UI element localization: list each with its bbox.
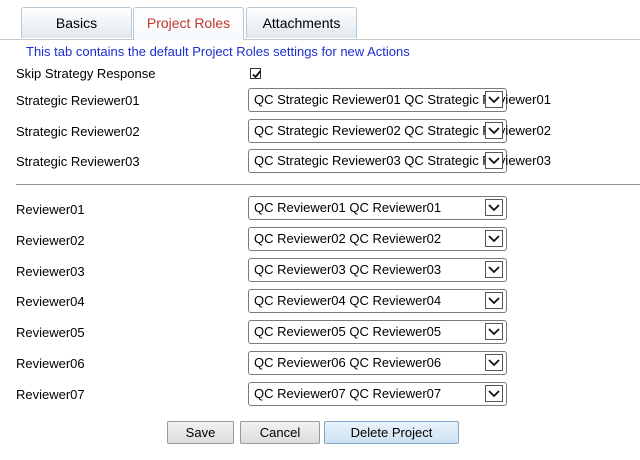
chevron-down-icon[interactable] bbox=[485, 261, 503, 278]
reviewer06-select[interactable]: QC Reviewer06 QC Reviewer06 bbox=[248, 351, 507, 375]
tab-project-roles[interactable]: Project Roles bbox=[133, 7, 244, 40]
reviewer01-select[interactable]: QC Reviewer01 QC Reviewer01 bbox=[248, 196, 507, 220]
chevron-down-icon[interactable] bbox=[485, 354, 503, 371]
strategic-reviewer02-label: Strategic Reviewer02 bbox=[16, 124, 140, 139]
strategic-reviewer01-select[interactable]: QC Strategic Reviewer01 QC Strategic Rev… bbox=[248, 88, 551, 112]
skip-strategy-checkbox[interactable] bbox=[250, 68, 262, 79]
chevron-down-icon[interactable] bbox=[485, 152, 503, 169]
selected-value: QC Reviewer01 QC Reviewer01 bbox=[254, 200, 442, 215]
selected-value: QC Strategic Reviewer02 QC Strategic Rev… bbox=[254, 123, 551, 138]
checkmark-icon bbox=[252, 70, 262, 79]
chevron-down-icon[interactable] bbox=[485, 385, 503, 402]
strategic-reviewer03-label: Strategic Reviewer03 bbox=[16, 154, 140, 169]
reviewer07-select[interactable]: QC Reviewer07 QC Reviewer07 bbox=[248, 382, 507, 406]
reviewer04-select[interactable]: QC Reviewer04 QC Reviewer04 bbox=[248, 289, 507, 313]
cancel-button[interactable]: Cancel bbox=[240, 421, 320, 444]
reviewer01-label: Reviewer01 bbox=[16, 202, 85, 217]
reviewer05-select[interactable]: QC Reviewer05 QC Reviewer05 bbox=[248, 320, 507, 344]
reviewer02-label: Reviewer02 bbox=[16, 233, 85, 248]
selected-value: QC Reviewer07 QC Reviewer07 bbox=[254, 386, 442, 401]
reviewer06-label: Reviewer06 bbox=[16, 356, 85, 371]
chevron-down-icon[interactable] bbox=[485, 122, 503, 139]
strategic-reviewer01-label: Strategic Reviewer01 bbox=[16, 93, 140, 108]
reviewer03-select[interactable]: QC Reviewer03 QC Reviewer03 bbox=[248, 258, 507, 282]
reviewer02-select[interactable]: QC Reviewer02 QC Reviewer02 bbox=[248, 227, 507, 251]
selected-value: QC Reviewer06 QC Reviewer06 bbox=[254, 355, 442, 370]
strategic-reviewer02-select[interactable]: QC Strategic Reviewer02 QC Strategic Rev… bbox=[248, 119, 551, 143]
strategic-reviewer03-select[interactable]: QC Strategic Reviewer03 QC Strategic Rev… bbox=[248, 149, 551, 173]
selected-value: QC Reviewer02 QC Reviewer02 bbox=[254, 231, 442, 246]
chevron-down-icon[interactable] bbox=[485, 323, 503, 340]
save-button[interactable]: Save bbox=[167, 421, 234, 444]
reviewer03-label: Reviewer03 bbox=[16, 264, 85, 279]
tab-basics[interactable]: Basics bbox=[21, 7, 132, 38]
skip-strategy-label: Skip Strategy Response bbox=[16, 66, 156, 81]
selected-value: QC Reviewer03 QC Reviewer03 bbox=[254, 262, 442, 277]
tab-bar: Basics Project Roles Attachments bbox=[0, 0, 640, 40]
selected-value: QC Strategic Reviewer03 QC Strategic Rev… bbox=[254, 153, 551, 168]
chevron-down-icon[interactable] bbox=[485, 230, 503, 247]
reviewer04-label: Reviewer04 bbox=[16, 294, 85, 309]
selected-value: QC Strategic Reviewer01 QC Strategic Rev… bbox=[254, 92, 551, 107]
section-divider bbox=[16, 184, 640, 185]
selected-value: QC Reviewer04 QC Reviewer04 bbox=[254, 293, 442, 308]
reviewer05-label: Reviewer05 bbox=[16, 325, 85, 340]
info-text: This tab contains the default Project Ro… bbox=[26, 44, 410, 59]
delete-project-button[interactable]: Delete Project bbox=[324, 421, 459, 444]
selected-value: QC Reviewer05 QC Reviewer05 bbox=[254, 324, 442, 339]
reviewer07-label: Reviewer07 bbox=[16, 387, 85, 402]
tab-attachments[interactable]: Attachments bbox=[246, 7, 357, 38]
chevron-down-icon[interactable] bbox=[485, 199, 503, 216]
chevron-down-icon[interactable] bbox=[485, 292, 503, 309]
chevron-down-icon[interactable] bbox=[485, 91, 503, 108]
